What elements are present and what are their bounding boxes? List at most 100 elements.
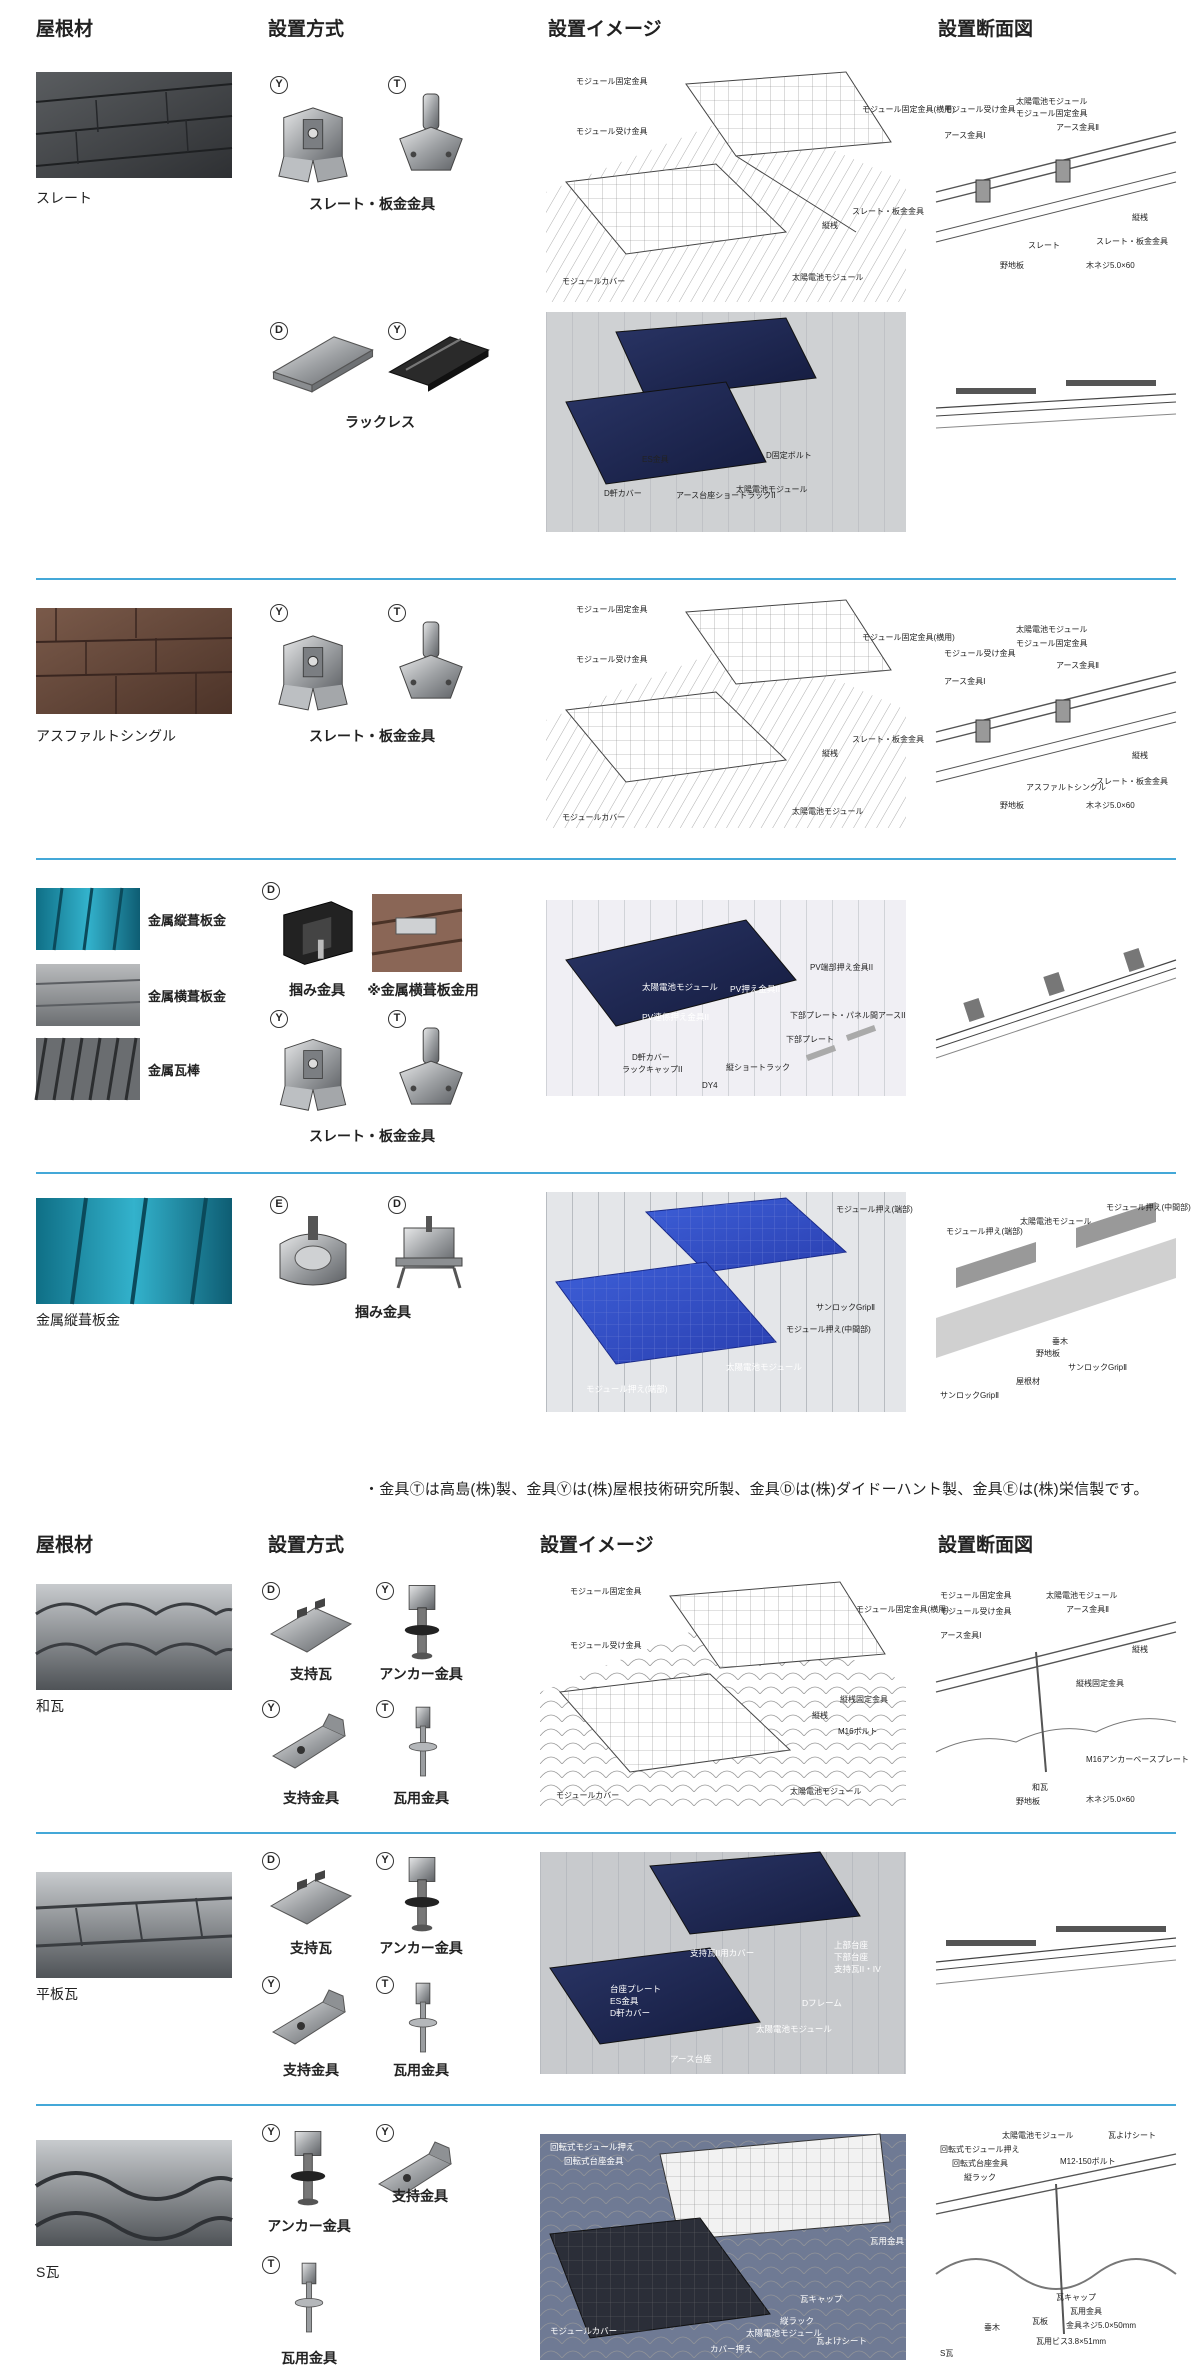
maker-badge: Y xyxy=(262,2124,280,2142)
diagram-label: 木ネジ5.0×60 xyxy=(1086,1794,1135,1804)
diagram-label: D固定ボルト xyxy=(766,450,812,460)
diagram-label: モジュール固定金具 xyxy=(1016,638,1087,648)
diagram-label: 垂木 xyxy=(1052,1336,1068,1346)
anchor-bracket-icon xyxy=(272,2128,344,2214)
diagram-label: 回転式モジュール押え xyxy=(550,2142,634,2152)
method-caption: 支持金具 xyxy=(392,2188,448,2204)
horizontal-metal-photo xyxy=(371,894,463,972)
grab-metal-icon xyxy=(382,1214,476,1294)
row-divider xyxy=(36,2104,1176,2106)
metal-vertical-photo-large xyxy=(36,1197,232,1305)
diagram-label: スレート・板金金具 xyxy=(1096,236,1168,246)
install-image-flat-tile: 支持瓦II用カバー 上部台座 下部台座 支持瓦II・IV 台座プレート ES金具… xyxy=(540,1851,906,2074)
diagram-label: 屋根材 xyxy=(1016,1376,1040,1386)
maker-badge: Y xyxy=(376,2124,394,2142)
diagram-label: スレート・板金金具 xyxy=(1096,776,1168,786)
diagram-label: アース金具Ⅰ xyxy=(940,1630,981,1640)
diagram-label: 縦桟 xyxy=(1132,750,1148,760)
diagram-label: サンロックGripⅡ xyxy=(940,1391,999,1400)
diagram-label: 縦桟 xyxy=(812,1710,828,1720)
diagram-label: 縦桟 xyxy=(822,220,838,230)
method-caption: スレート・板金金具 xyxy=(309,1128,435,1144)
bracket-t-icon xyxy=(392,84,470,184)
diagram-label: 木ネジ5.0×60 xyxy=(1086,260,1135,270)
roof-label: S瓦 xyxy=(36,2264,60,2280)
diagram-label: D軒カバー xyxy=(604,489,642,498)
install-image-s-tile: 回転式モジュール押え 回転式台座金具 瓦用金具 瓦キャップ 縦ラック 太陽電池モ… xyxy=(540,2133,906,2360)
diagram-label: アスファルトシングル xyxy=(1026,782,1106,792)
method-caption: 瓦用金具 xyxy=(281,2350,337,2366)
header-roof: 屋根材 xyxy=(36,1535,94,1556)
diagram-label: 縦桟固定金具 xyxy=(1076,1678,1124,1688)
diagram-label: スレート xyxy=(1028,241,1060,250)
method-caption: 支持瓦 xyxy=(290,1940,332,1956)
diagram-label: アース金具Ⅱ xyxy=(1056,122,1099,132)
diagram-label: カバー押え xyxy=(710,2344,753,2354)
support-hook-icon xyxy=(264,1986,356,2056)
diagram-label: スレート・板金金具 xyxy=(852,206,924,216)
anchor-bracket-icon xyxy=(386,1854,458,1940)
slate-roof-photo xyxy=(35,72,233,178)
diagram-label: スレート・板金金具 xyxy=(852,734,924,744)
diagram-label: モジュール受け金具 xyxy=(944,104,1015,114)
diagram-label: 野地板 xyxy=(1000,800,1024,810)
maker-badge: Y xyxy=(388,322,406,340)
install-image-asphalt: モジュール固定金具 モジュール受け金具 モジュール固定金具(横用) スレート・板… xyxy=(546,599,955,828)
diagram-label: ES金具 xyxy=(642,454,669,464)
maker-badge: Y xyxy=(376,1852,394,1870)
diagram-label: 縦桟 xyxy=(822,748,838,758)
diagram-label: アース金具Ⅰ xyxy=(944,130,985,140)
diagram-label: モジュール押え(端部) xyxy=(946,1226,1023,1236)
metal-vertical-photo xyxy=(36,887,140,951)
flat-tile-photo xyxy=(35,1872,233,1978)
diagram-label: 太陽電池モジュール xyxy=(642,982,718,992)
method-caption: 掴み金具 xyxy=(355,1304,411,1320)
diagram-label: ラックキャップII xyxy=(622,1065,682,1074)
method-caption: 瓦用金具 xyxy=(393,2062,449,2078)
diagram-label: 瓦キャップ xyxy=(800,2294,843,2304)
clamp-e-icon xyxy=(266,1214,360,1294)
install-image-metal: 太陽電池モジュール PV押え金具II PV端部押え金具II 下部プレート・パネル… xyxy=(546,900,906,1096)
diagram-label: 太陽電池モジュール xyxy=(756,2024,832,2034)
section-metal xyxy=(935,948,1177,1059)
diagram-label: 太陽電池モジュール xyxy=(736,484,807,494)
anchor-bracket-icon xyxy=(386,1582,458,1668)
method-caption: スレート・板金金具 xyxy=(309,728,435,744)
tile-bolt-icon xyxy=(392,1978,454,2064)
maker-badge: D xyxy=(270,322,288,340)
method-caption: アンカー金具 xyxy=(267,2218,351,2234)
roof-label: 平板瓦 xyxy=(36,1986,78,2002)
diagram-label: 縦桟 xyxy=(1132,212,1148,222)
maker-badge: Y xyxy=(270,1010,288,1028)
diagram-label: モジュール押え(端部) xyxy=(836,1204,913,1214)
diagram-label: 瓦用金具 xyxy=(1070,2306,1102,2316)
section-wagawara: モジュール固定金具 太陽電池モジュール モジュール受け金具 アース金具Ⅱ アース… xyxy=(935,1590,1189,1806)
maker-badge: E xyxy=(270,1196,288,1214)
header-image: 設置イメージ xyxy=(540,1535,654,1556)
maker-badge: Y xyxy=(376,1582,394,1600)
roof-label: 金属縦葺板金 xyxy=(148,913,227,928)
support-tile-icon xyxy=(264,1866,356,1936)
roof-label: 金属横葺板金 xyxy=(148,989,227,1004)
diagram-label: 太陽電池モジュール xyxy=(792,806,863,816)
diagram-label: モジュール受け金具 xyxy=(576,126,647,136)
maker-badge: T xyxy=(376,1976,394,1994)
diagram-label: 支持瓦II用カバー xyxy=(690,1948,754,1958)
diagram-label: モジュールカバー xyxy=(562,277,625,286)
diagram-label: 縦ショートラック xyxy=(726,1062,790,1072)
maker-badge: D xyxy=(388,1196,406,1214)
diagram-label: 瓦板 xyxy=(1032,2316,1048,2326)
maker-badge: D xyxy=(262,1582,280,1600)
diagram-label: 下部プレート xyxy=(786,1034,834,1044)
diagram-label: Dフレーム xyxy=(802,1998,842,2008)
diagram-label: 木ネジ5.0×60 xyxy=(1086,800,1135,810)
diagram-label: 縦桟固定金具 xyxy=(840,1694,888,1704)
diagram-label: 上部台座 xyxy=(834,1940,869,1950)
diagram-label: アース金具Ⅱ xyxy=(1066,1604,1109,1614)
diagram-label: モジュールカバー xyxy=(556,1791,619,1800)
diagram-label: モジュール押え(端部) xyxy=(586,1384,668,1394)
maker-note: ・金具Ⓣは高島(株)製、金具Ⓨは(株)屋根技術研究所製、金具Ⓓは(株)ダイドーハ… xyxy=(364,1481,1149,1498)
header-method: 設置方式 xyxy=(268,1535,345,1556)
diagram-label: モジュール固定金具(横用) xyxy=(862,104,955,114)
install-image-metal-vertical: モジュール押え(端部) サンロックGripⅡ モジュール押え(中間部) 太陽電池… xyxy=(546,1192,913,1412)
